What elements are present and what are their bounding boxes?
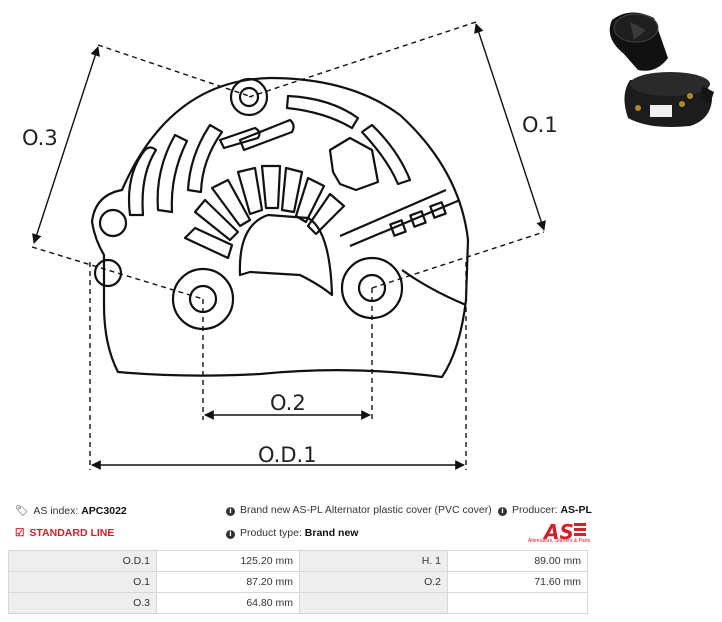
- spec-value: 64.80 mm: [156, 592, 300, 614]
- spec-label: [299, 592, 448, 614]
- info-icon: i: [226, 530, 235, 539]
- central-connector: [238, 213, 334, 297]
- table-row: O.D.1 125.20 mm H. 1 89.00 mm: [8, 550, 588, 572]
- dim-od1-label: O.D.1: [258, 443, 317, 467]
- logo-tagline: Alternators, Starters & Parts: [528, 538, 591, 544]
- spec-label: O.2: [299, 571, 448, 593]
- spec-value: [447, 592, 588, 614]
- dim-o3-label: O.3: [22, 126, 58, 150]
- product-photo: [609, 12, 714, 127]
- checkbox-icon: ☑: [15, 527, 25, 539]
- dim-o3-line: [32, 46, 100, 244]
- spec-value: 87.20 mm: [156, 571, 300, 593]
- spec-value: 71.60 mm: [447, 571, 588, 593]
- spec-value: 125.20 mm: [156, 550, 300, 572]
- info-icon: i: [498, 507, 507, 516]
- info-icon: i: [226, 507, 235, 516]
- spec-label: O.D.1: [8, 550, 157, 572]
- as-pl-logo: AS: [542, 520, 586, 544]
- dim-o1-line: [474, 23, 546, 231]
- standard-line: ☑STANDARD LINE: [15, 527, 115, 539]
- spec-label: O.1: [8, 571, 157, 593]
- dim-o2-label: O.2: [270, 391, 306, 415]
- table-row: O.3 64.80 mm: [8, 592, 588, 614]
- as-index: 🏷︎AS index: APC3022: [15, 505, 127, 517]
- spec-label: O.3: [8, 592, 157, 614]
- table-row: O.1 87.20 mm O.2 71.60 mm: [8, 571, 588, 593]
- tag-icon: 🏷︎: [15, 505, 29, 517]
- dim-o1-label: O.1: [522, 113, 558, 137]
- svg-text:AS: AS: [542, 520, 574, 544]
- spec-label: H. 1: [299, 550, 448, 572]
- technical-drawing: O.3 O.1 O.2 O.D.1: [22, 21, 558, 470]
- specs-table: O.D.1 125.20 mm H. 1 89.00 mm O.1 87.20 …: [8, 550, 588, 614]
- spec-value: 89.00 mm: [447, 550, 588, 572]
